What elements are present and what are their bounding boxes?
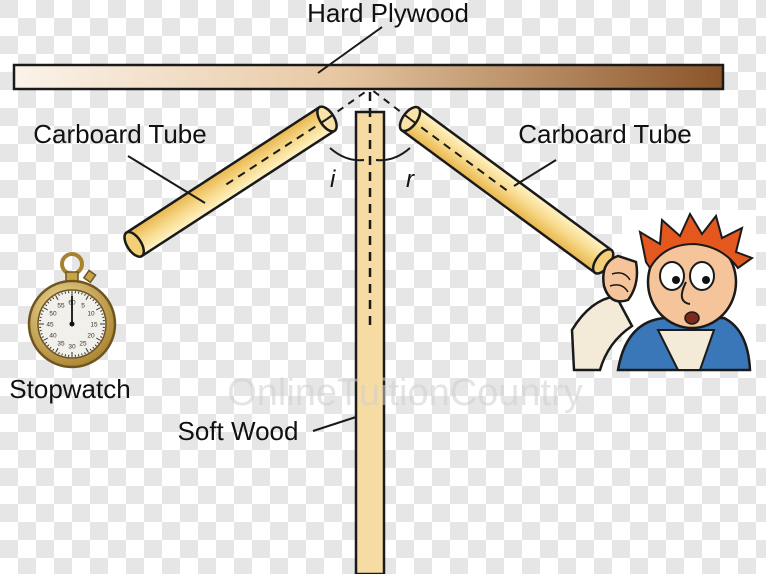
stopwatch-icon: 60510152025303540455055	[27, 252, 117, 369]
dial-tick	[100, 336, 103, 338]
soft-wood-post	[354, 110, 386, 574]
leader-hard-plywood	[317, 26, 383, 74]
label-angle-r: r	[406, 166, 415, 193]
dial-tick	[55, 347, 59, 353]
dial-number: 40	[49, 333, 57, 340]
dial-tick	[41, 310, 44, 312]
dial-tick	[40, 333, 43, 335]
dial-tick	[61, 292, 63, 295]
dial-tick	[52, 297, 55, 300]
label-hard-plywood: Hard Plywood	[307, 0, 469, 28]
watermark-text: OnlineTuitionCountry	[227, 372, 583, 414]
dial-tick	[96, 304, 99, 307]
label-stopwatch: Stopwatch	[9, 374, 130, 404]
dial-tick	[45, 341, 48, 344]
dial-tick	[92, 346, 95, 349]
dial-tick	[94, 344, 97, 347]
dial-tick	[92, 299, 95, 302]
dial-tick	[101, 313, 104, 315]
dial-tick	[100, 310, 103, 312]
dial-tick	[94, 301, 97, 304]
dial-tick	[55, 295, 59, 301]
dial-tick	[49, 346, 52, 349]
dial-tick	[40, 313, 43, 315]
dial-number: 5	[81, 302, 85, 309]
dial-tick	[85, 295, 89, 301]
dial-tick	[85, 347, 89, 353]
dial-tick	[45, 304, 48, 307]
dial-tick	[89, 297, 92, 300]
dial-tick	[47, 344, 50, 347]
angle-i-arc	[329, 147, 365, 162]
label-tube-right: Carboard Tube	[518, 119, 691, 149]
dial-number: 10	[87, 311, 95, 318]
dial-number: 50	[49, 311, 57, 318]
label-tube-left: Carboard Tube	[33, 119, 206, 149]
label-soft-wood: Soft Wood	[178, 416, 299, 446]
dial-tick	[49, 299, 52, 302]
dial-tick	[81, 353, 83, 356]
dial-tick	[84, 293, 86, 296]
dial-tick	[95, 307, 101, 311]
dial-tick	[84, 352, 86, 355]
dial-number: 35	[57, 341, 65, 348]
leader-tube-right	[513, 159, 557, 187]
dial-tick	[61, 353, 63, 356]
dial-tick	[95, 337, 101, 341]
dial-tick	[101, 333, 104, 335]
dial-tick	[52, 348, 55, 351]
dial-tick	[43, 337, 49, 341]
dial-number: 55	[57, 302, 65, 309]
dial-tick	[58, 352, 60, 355]
dial-tick	[81, 292, 83, 295]
dial-number: 45	[46, 322, 54, 329]
dial-tick	[41, 336, 44, 338]
incident-ray	[326, 89, 369, 120]
reflected-ray	[371, 89, 411, 120]
dial-number: 25	[79, 341, 87, 348]
boy-listening-icon	[570, 210, 756, 372]
dial-tick	[96, 341, 99, 344]
dial-tick	[89, 348, 92, 351]
dial-tick	[58, 293, 60, 296]
dial-number: 20	[87, 333, 95, 340]
hard-plywood-board	[12, 63, 725, 91]
dial-tick	[43, 307, 49, 311]
leader-tube-left	[127, 155, 206, 204]
angle-r-arc	[375, 147, 411, 162]
label-angle-i: i	[330, 166, 336, 193]
dial-tick	[47, 301, 50, 304]
dial-number: 30	[68, 344, 76, 351]
leader-soft-wood	[312, 416, 357, 432]
dial-number: 15	[90, 322, 98, 329]
